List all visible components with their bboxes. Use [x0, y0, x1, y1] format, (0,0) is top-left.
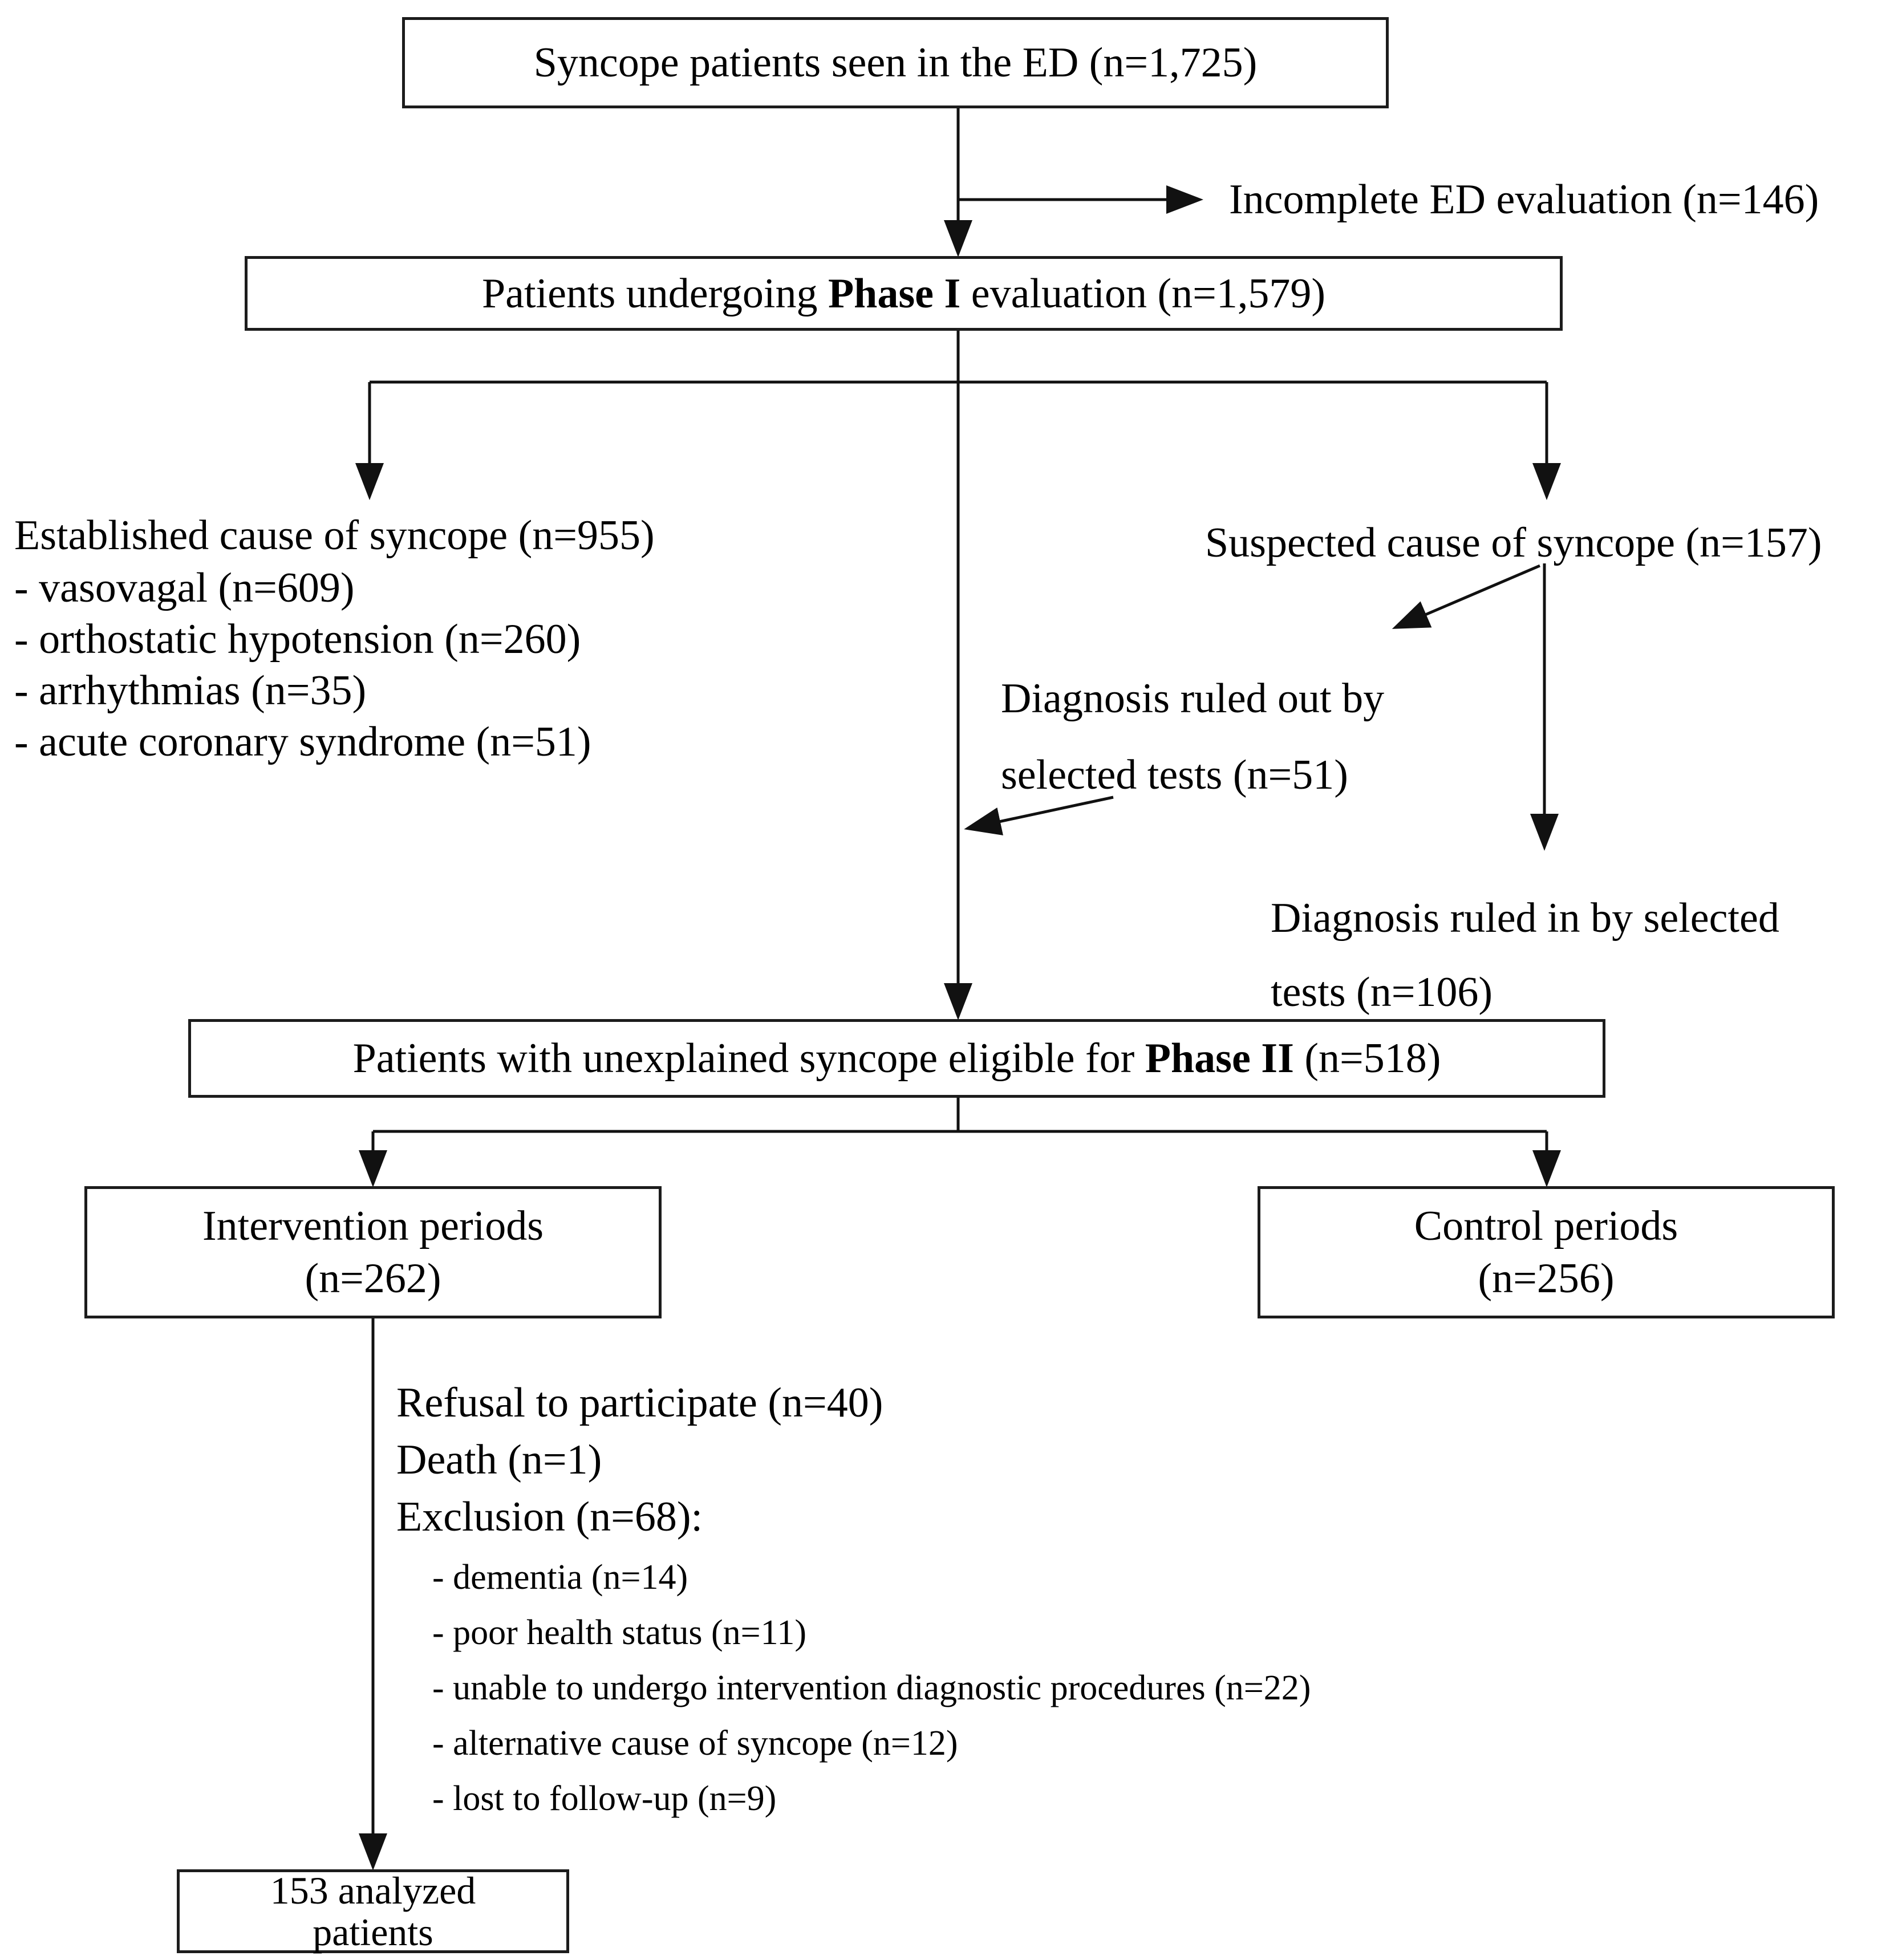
established-item-orthostatic: - orthostatic hypotension (n=260) [14, 616, 581, 663]
ruled-in-line1: Diagnosis ruled in by selected [1271, 895, 1779, 942]
exclusion-sublist: - dementia (n=14) - poor health status (… [432, 1550, 1311, 1827]
phase2-suffix: (n=518) [1293, 1035, 1441, 1082]
phase2-bold: Phase II [1145, 1035, 1294, 1082]
intervention-line1: Intervention periods [202, 1203, 544, 1249]
analyzed-line2: patients [313, 1910, 433, 1954]
box-control: Control periods (n=256) [1258, 1186, 1835, 1318]
suspected-cause-label: Suspected cause of syncope (n=157) [1205, 520, 1822, 566]
box-intervention: Intervention periods (n=262) [84, 1186, 662, 1318]
established-cause-block: Established cause of syncope (n=955) - v… [14, 509, 655, 768]
box-phase2: Patients with unexplained syncope eligib… [188, 1019, 1605, 1098]
ruled-out-line2: selected tests (n=51) [1001, 752, 1348, 798]
box-ed-patients: Syncope patients seen in the ED (n=1,725… [402, 17, 1389, 108]
box-ed-patients-label: Syncope patients seen in the ED (n=1,725… [533, 39, 1258, 86]
ruled-out-label: Diagnosis ruled out by selected tests (n… [1001, 660, 1384, 813]
attrition-refusal: Refusal to participate (n=40) [396, 1379, 883, 1426]
exclusion-item-unable: - unable to undergo intervention diagnos… [432, 1669, 1311, 1707]
connector-ruledout-return [964, 796, 1114, 835]
box-analyzed: 153 analyzed patients [177, 1869, 569, 1953]
attrition-block: Refusal to participate (n=40) Death (n=1… [396, 1374, 883, 1545]
intervention-line2: (n=262) [305, 1255, 441, 1302]
exclusion-item-poor-health: - poor health status (n=11) [432, 1613, 806, 1652]
analyzed-line1: 153 analyzed [270, 1868, 476, 1912]
exclusion-item-lost: - lost to follow-up (n=9) [432, 1779, 777, 1818]
box-phase2-label: Patients with unexplained syncope eligib… [353, 1032, 1441, 1085]
established-cause-title: Established cause of syncope (n=955) [14, 512, 655, 559]
ruled-in-line2: tests (n=106) [1271, 969, 1493, 1016]
ruled-in-label: Diagnosis ruled in by selected tests (n=… [1271, 881, 1779, 1029]
established-item-acs: - acute coronary syndrome (n=51) [14, 719, 591, 765]
established-item-arrhythmias: - arrhythmias (n=35) [14, 667, 367, 714]
box-phase1-label: Patients undergoing Phase I evaluation (… [482, 267, 1325, 320]
incomplete-evaluation-label: Incomplete ED evaluation (n=146) [1229, 176, 1819, 223]
exclusion-item-dementia: - dementia (n=14) [432, 1558, 688, 1597]
phase2-prefix: Patients with unexplained syncope eligib… [352, 1035, 1145, 1082]
exclusion-item-alternative: - alternative cause of syncope (n=12) [432, 1724, 958, 1763]
phase1-suffix: evaluation (n=1,579) [960, 270, 1326, 317]
phase1-bold: Phase I [828, 270, 961, 317]
ruled-out-line1: Diagnosis ruled out by [1001, 675, 1385, 722]
established-item-vasovagal: - vasovagal (n=609) [14, 565, 355, 611]
control-line1: Control periods [1414, 1203, 1678, 1249]
attrition-exclusion: Exclusion (n=68): [396, 1494, 703, 1540]
phase1-prefix: Patients undergoing [481, 270, 828, 317]
attrition-death: Death (n=1) [396, 1436, 602, 1483]
control-line2: (n=256) [1478, 1255, 1615, 1302]
box-phase1: Patients undergoing Phase I evaluation (… [245, 256, 1563, 331]
connector-ruledout-diagonal [1392, 564, 1540, 629]
